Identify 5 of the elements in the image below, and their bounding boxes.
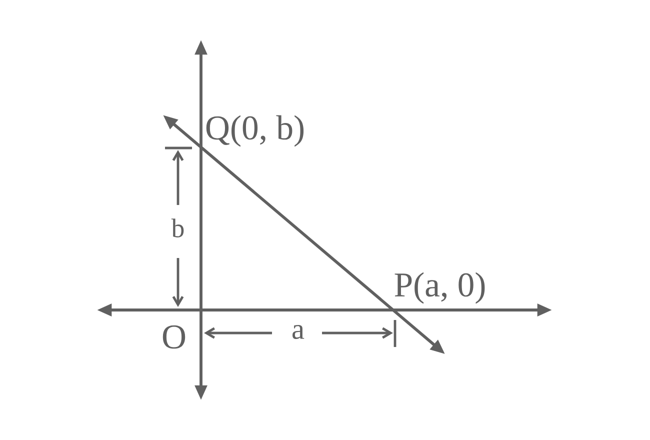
point-label: Q(0, b) (206, 115, 304, 147)
dimension-label: a (292, 324, 304, 340)
dimension-label: b (171, 218, 184, 238)
origin-label: O (162, 325, 186, 349)
point-label: P(a, 0) (394, 272, 485, 304)
